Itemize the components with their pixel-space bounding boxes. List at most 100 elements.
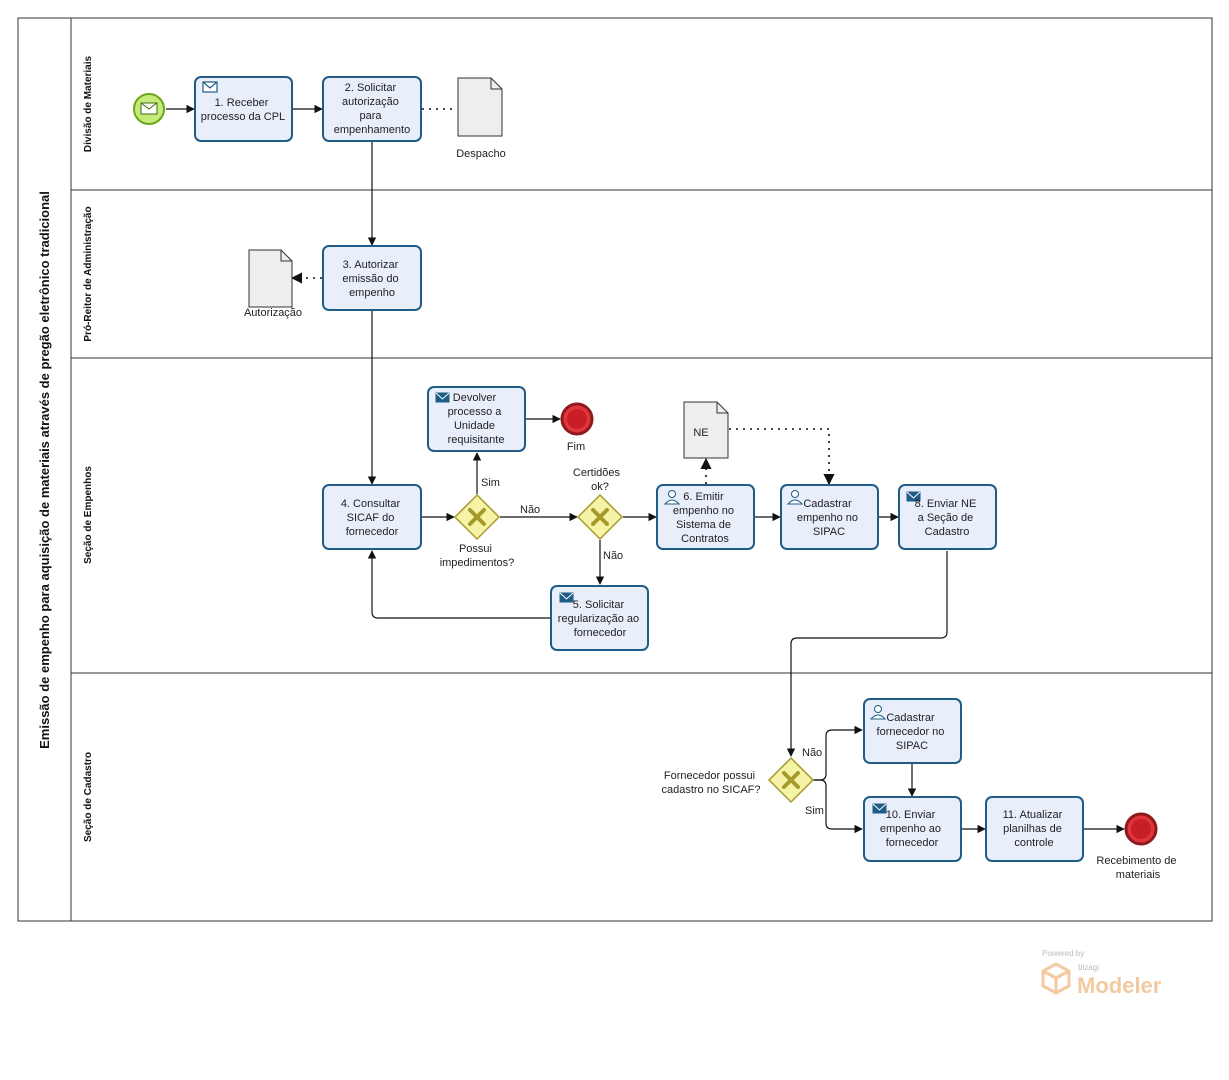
task-consultar-sicaf[interactable]: 4. Consultar SICAF do fornecedor bbox=[322, 484, 422, 550]
task-label-line: SICAF do bbox=[347, 512, 395, 524]
task-label-line: 10. Enviar bbox=[886, 809, 936, 821]
task-label-line: SIPAC bbox=[813, 526, 845, 538]
lane-label-secao-cadastro: Seção de Cadastro bbox=[83, 752, 94, 842]
task-cadastrar-empenho[interactable]: Cadastrar empenho no SIPAC bbox=[780, 484, 879, 550]
task-label-line: SIPAC bbox=[896, 740, 928, 752]
lane-label-secao-empenhos: Seção de Empenhos bbox=[83, 466, 94, 564]
svg-text:10. Enviar empenho ao: 10. Enviar empenho ao fornecedor bbox=[880, 809, 944, 849]
flow-label-nao: Não bbox=[802, 747, 822, 759]
x-icon bbox=[468, 508, 486, 526]
svg-text:4. Consultar SICAF do: 4. Consultar SICAF do fornecedor bbox=[341, 498, 403, 538]
watermark-product: Modeler bbox=[1077, 973, 1162, 998]
task-label-line: requisitante bbox=[448, 434, 505, 446]
gateway-label-line: Fornecedor possui bbox=[664, 770, 755, 782]
bizagi-watermark: Powered by bizagi Modeler bbox=[1041, 949, 1162, 998]
document-autorizacao[interactable]: Autorização bbox=[244, 249, 302, 319]
task-label-line: Unidade bbox=[454, 420, 495, 432]
envelope-icon bbox=[140, 102, 158, 115]
end-event-label: Fim bbox=[567, 441, 585, 453]
task-receber-processo[interactable]: 1. Receber processo da CPL bbox=[194, 76, 293, 142]
task-label-line: fornecedor bbox=[574, 627, 627, 639]
task-label-line: 11. Atualizar bbox=[1003, 809, 1063, 821]
task-solicitar-autorizacao[interactable]: 2. Solicitar autorização para empenhamen… bbox=[322, 76, 422, 142]
gateway-possui-impedimentos[interactable]: Possui impedimentos? bbox=[440, 493, 515, 569]
task-autorizar-emissao[interactable]: 3. Autorizar emissão do empenho bbox=[322, 245, 422, 311]
task-solicitar-regularizacao[interactable]: 5. Solicitar regularização ao fornecedor bbox=[550, 585, 649, 651]
gateway-label-line: cadastro no SICAF? bbox=[661, 784, 760, 796]
end-event-label-line: Recebimento de bbox=[1096, 855, 1176, 867]
flow-label-nao: Não bbox=[520, 504, 540, 516]
end-event-label-line: materiais bbox=[1116, 869, 1161, 881]
envelope-icon bbox=[202, 81, 218, 93]
task-enviar-ne[interactable]: 8. Enviar NE a Seção de Cadastro bbox=[898, 484, 997, 550]
svg-text:8. Enviar NE a Seção de: 8. Enviar NE a Seção de Cadastro bbox=[915, 498, 980, 538]
document-label: NE bbox=[693, 427, 708, 439]
end-event-fim[interactable]: Fim bbox=[560, 402, 594, 453]
svg-text:3. Autorizar emissão do: 3. Autorizar emissão do empenho bbox=[342, 259, 401, 299]
task-atualizar-planilhas[interactable]: 11. Atualizar planilhas de controle bbox=[985, 796, 1084, 862]
task-label-line: controle bbox=[1014, 837, 1053, 849]
gateway-fornecedor-cadastro[interactable]: Fornecedor possui cadastro no SICAF? bbox=[661, 756, 815, 804]
task-label-line: emissão do bbox=[342, 273, 398, 285]
task-label-line: Devolver bbox=[453, 392, 497, 404]
task-label-line: empenhamento bbox=[334, 124, 410, 136]
svg-text:Cadastrar empenho no: Cadastrar empenho no SIPAC bbox=[797, 498, 861, 538]
task-label-line: 4. Consultar bbox=[341, 498, 401, 510]
svg-text:11. Atualizar planilhas: 11. Atualizar planilhas de controle bbox=[1003, 809, 1066, 849]
document-label: Despacho bbox=[456, 148, 506, 160]
task-devolver-processo[interactable]: Devolver processo a Unidade requisitante bbox=[427, 386, 526, 452]
svg-text:1. Receber processo da C: 1. Receber processo da CPL bbox=[201, 97, 285, 123]
task-label-line: planilhas de bbox=[1003, 823, 1062, 835]
task-label-line: fornecedor bbox=[886, 837, 939, 849]
associations bbox=[290, 108, 835, 486]
svg-text:Possui impedimentos?: Possui impedimentos? bbox=[440, 543, 515, 569]
svg-text:Devolver processo a: Devolver processo a Unidade requisitante bbox=[448, 392, 505, 446]
task-label-line: Contratos bbox=[681, 533, 729, 545]
envelope-icon bbox=[872, 803, 887, 814]
svg-text:Cadastrar fornecedor no: Cadastrar fornecedor no SIPAC bbox=[877, 712, 948, 752]
task-label-line: empenho no bbox=[797, 512, 858, 524]
task-label-line: 5. Solicitar bbox=[573, 599, 625, 611]
svg-text:Recebimento de materiais: Recebimento de materiais bbox=[1096, 855, 1179, 881]
task-label-line: Cadastro bbox=[925, 526, 970, 538]
document-despacho[interactable]: Despacho bbox=[456, 77, 506, 160]
end-event-recebimento[interactable]: Recebimento de materiais bbox=[1096, 812, 1179, 881]
task-label-line: Cadastrar bbox=[803, 498, 852, 510]
watermark-powered: Powered by bbox=[1042, 949, 1084, 958]
task-emitir-empenho[interactable]: 6. Emitir empenho no Sistema de Contrato… bbox=[656, 484, 755, 550]
svg-text:Fornecedor possui cadast: Fornecedor possui cadastro no SICAF? bbox=[661, 770, 760, 796]
pool-border bbox=[17, 17, 1213, 922]
task-label-line: empenho bbox=[349, 287, 395, 299]
x-icon bbox=[782, 771, 800, 789]
task-label-line: 6. Emitir bbox=[683, 491, 724, 503]
document-ne[interactable]: NE bbox=[683, 401, 729, 459]
lane-label-divisao-materiais: Divisão de Materiais bbox=[83, 55, 94, 152]
lane-label-pro-reitor: Pró-Reitor de Administração bbox=[83, 206, 94, 341]
task-label-line: autorização bbox=[342, 96, 399, 108]
gateway-label-line: Certidões bbox=[573, 467, 621, 479]
task-label-line: processo da CPL bbox=[201, 111, 285, 123]
envelope-icon bbox=[906, 491, 921, 502]
sequence-flows bbox=[166, 104, 1125, 834]
envelope-icon bbox=[435, 392, 450, 403]
task-label-line: 8. Enviar NE bbox=[915, 498, 977, 510]
svg-text:2. Solicitar autorização: 2. Solicitar autorização para empenhamen… bbox=[334, 82, 410, 136]
envelope-icon bbox=[559, 592, 574, 603]
flow-label-sim: Sim bbox=[481, 477, 500, 489]
gateway-certidoes-ok[interactable]: Certidões ok? bbox=[573, 467, 624, 541]
svg-text:6. Emitir empenho no: 6. Emitir empenho no Sistema de Contrato… bbox=[673, 491, 737, 545]
svg-text:Certidões ok?: Certidões ok? bbox=[573, 467, 623, 493]
user-icon bbox=[786, 490, 804, 505]
task-enviar-empenho-fornecedor[interactable]: 10. Enviar empenho ao fornecedor bbox=[863, 796, 962, 862]
gateway-label-line: ok? bbox=[591, 481, 609, 493]
task-label-line: regularização ao bbox=[558, 613, 639, 625]
gateway-label-line: impedimentos? bbox=[440, 557, 515, 569]
task-cadastrar-fornecedor[interactable]: Cadastrar fornecedor no SIPAC bbox=[863, 698, 962, 764]
flow-label-sim: Sim bbox=[805, 805, 824, 817]
svg-text:5. Solicitar regularizaç: 5. Solicitar regularização ao fornecedor bbox=[558, 599, 642, 639]
task-label-line: 3. Autorizar bbox=[343, 259, 399, 271]
start-event[interactable] bbox=[133, 93, 165, 125]
user-icon bbox=[663, 490, 681, 505]
task-label-line: processo a bbox=[448, 406, 503, 418]
task-label-line: fornecedor bbox=[346, 526, 399, 538]
